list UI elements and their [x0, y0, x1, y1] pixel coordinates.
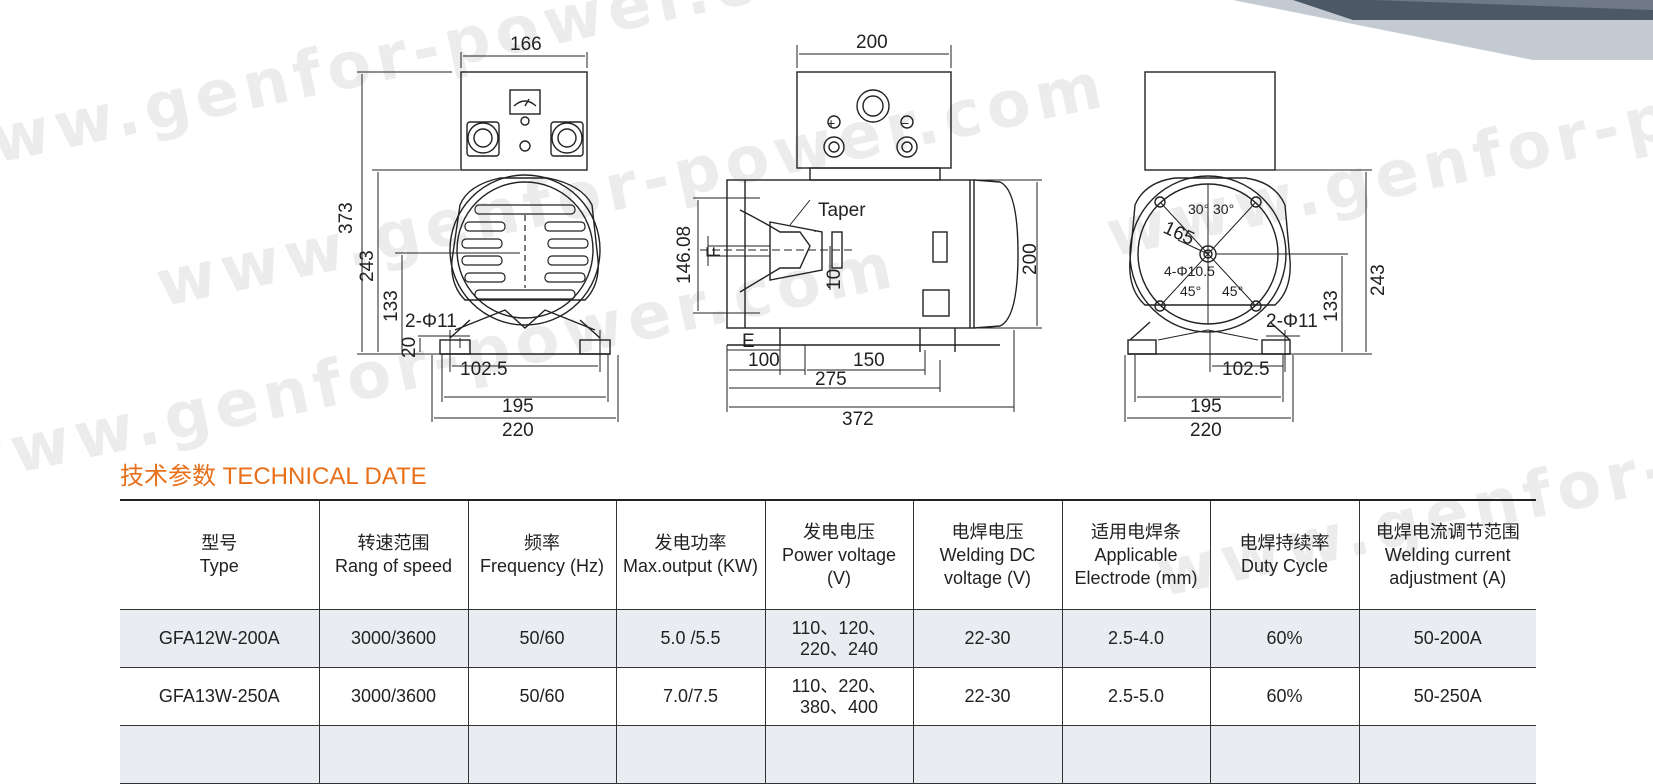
cell-welding-voltage: 22-30	[912, 609, 1063, 668]
angle-45a: 45°	[1180, 283, 1201, 299]
table-row: GFA12W-200A 3000/3600 50/60 5.0 /5.5 110…	[120, 609, 1536, 668]
dim-243: 243	[357, 250, 378, 282]
cell-type: GFA13W-250A	[120, 667, 320, 726]
cell-speed: 3000/3600	[318, 667, 469, 726]
dim-f: F	[704, 246, 725, 258]
technical-drawing: 166 373 243 133 20 2-Φ11 102.5 195 220	[336, 32, 1389, 441]
cell-output: 5.0 /5.5	[615, 609, 766, 668]
dim-373: 373	[336, 202, 357, 234]
cell-frequency: 50/60	[467, 667, 617, 726]
dim-243: 243	[1368, 264, 1389, 296]
rear-view: 30° 30° 45° 45° 4-Φ10.5 165 243 133 2-Φ1…	[1124, 71, 1389, 441]
dim-e: E	[742, 331, 755, 352]
cell-electrode: 2.5-4.0	[1061, 609, 1211, 668]
corner-decoration	[1233, 0, 1653, 60]
dim-275: 275	[815, 369, 847, 390]
table-row-partial	[120, 725, 1536, 784]
dim-133: 133	[381, 290, 402, 322]
minus-terminal: −	[901, 115, 909, 131]
dim-195: 195	[502, 396, 534, 417]
cell-welding-voltage: 22-30	[912, 667, 1063, 726]
dim-hole: 2-Φ11	[405, 311, 457, 332]
dim-220: 220	[502, 420, 534, 441]
table-row: GFA13W-250A 3000/3600 50/60 7.0/7.5 110、…	[120, 667, 1536, 726]
cell-current-adjustment: 50-200A	[1358, 609, 1536, 668]
cell-current-adjustment: 50-250A	[1358, 667, 1536, 726]
dim-166: 166	[510, 34, 542, 55]
cell-power-voltage: 110、120、220、240	[764, 609, 914, 668]
section-title: 技术参数 TECHNICAL DATE	[120, 463, 427, 490]
dim-150: 150	[853, 350, 885, 371]
cell-duty-cycle: 60%	[1209, 609, 1360, 668]
dim-hole: 2-Φ11	[1266, 311, 1318, 332]
dim-102-5: 102.5	[1222, 359, 1270, 380]
dim-10: 10	[824, 269, 845, 290]
cell-duty-cycle: 60%	[1209, 667, 1360, 726]
cell-power-voltage: 110、220、380、400	[764, 667, 914, 726]
dim-100: 100	[748, 350, 780, 371]
cell-frequency: 50/60	[467, 609, 617, 668]
cell-type: GFA12W-200A	[120, 609, 320, 668]
plus-terminal: +	[827, 115, 835, 131]
dim-200-top: 200	[856, 32, 888, 53]
dim-165: 165	[1160, 217, 1198, 249]
bolt-circle-holes: 4-Φ10.5	[1164, 263, 1215, 279]
dim-146-08: 146.08	[674, 226, 695, 284]
dim-20: 20	[399, 337, 420, 358]
cell-electrode: 2.5-5.0	[1061, 667, 1211, 726]
dim-195: 195	[1190, 396, 1222, 417]
angle-45b: 45°	[1222, 283, 1243, 299]
cell-output: 7.0/7.5	[615, 667, 766, 726]
side-view: 200 + − Taper 146.08 F 10 200 E 100 150 …	[674, 32, 1042, 430]
dim-133: 133	[1321, 290, 1342, 322]
dim-200-right: 200	[1020, 243, 1041, 275]
dim-372: 372	[842, 409, 874, 430]
dim-220: 220	[1190, 420, 1222, 441]
angle-30a: 30°	[1188, 201, 1209, 217]
angle-30b: 30°	[1213, 201, 1234, 217]
front-view: 166 373 243 133 20 2-Φ11 102.5 195 220	[336, 34, 619, 441]
cell-speed: 3000/3600	[318, 609, 469, 668]
taper-label: Taper	[818, 200, 866, 221]
dim-102-5: 102.5	[460, 359, 508, 380]
